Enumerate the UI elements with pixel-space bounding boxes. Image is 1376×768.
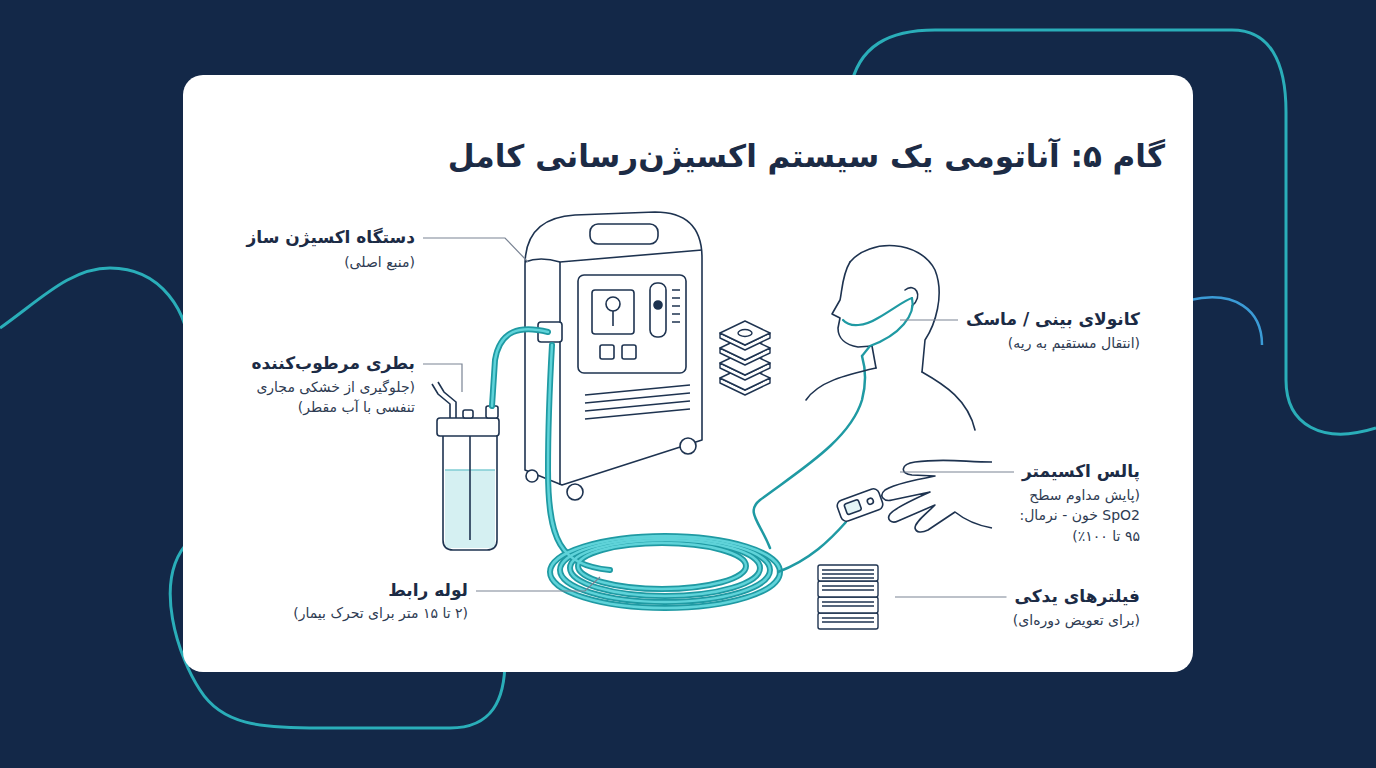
tubing-part — [492, 329, 780, 608]
callout: دستگاه اکسیژن ساز — [247, 226, 415, 249]
hand-outline — [882, 460, 992, 532]
concentrator-part — [578, 275, 686, 373]
concentrator-part — [650, 283, 666, 337]
callout-note: (منبع اصلی) — [344, 252, 415, 272]
leader-line — [900, 471, 1014, 472]
concentrator-part — [654, 301, 662, 309]
concentrator-part — [622, 345, 636, 359]
tubing-part-part — [578, 543, 746, 589]
filter-stack-part — [818, 613, 878, 629]
nasal-cannula — [843, 298, 913, 356]
filter-stack-part — [818, 581, 878, 597]
concentrator-part — [612, 311, 614, 326]
humidifier-bottle-part — [463, 410, 473, 418]
tubing-part-part — [560, 538, 770, 602]
filter-stack-part — [738, 330, 752, 337]
humidifier-bottle-part — [432, 382, 456, 418]
decor-curve — [0, 30, 1376, 728]
filter-stack-part — [822, 570, 874, 622]
filter-stack — [818, 565, 878, 629]
humidifier-bottle-part — [443, 436, 497, 550]
concentrator-part — [559, 262, 561, 485]
tubing-part-part — [492, 329, 548, 406]
callout: لوله رابط — [388, 579, 468, 602]
callout-heading: پالس اکسیمتر — [1022, 460, 1140, 483]
humidifier-bottle-part — [437, 418, 499, 436]
patient-outline — [806, 246, 975, 430]
concentrator-part — [567, 484, 583, 500]
humidifier-bottle — [432, 382, 499, 550]
nasal-cannula-part — [862, 298, 913, 356]
pulse-oximeter-part — [866, 497, 874, 505]
leader-line — [900, 319, 958, 320]
leader-line — [423, 238, 528, 262]
concentrator-part — [590, 224, 658, 244]
callout: (منبع اصلی) — [344, 252, 415, 272]
pulse-oximeter-part — [844, 499, 862, 514]
callout: پالس اکسیمتر — [1022, 460, 1140, 483]
callout-heading: دستگاه اکسیژن ساز — [247, 226, 415, 249]
callout-note: (جلوگیری از خشکی مجاری تنفسی با آب مقطر) — [235, 377, 415, 418]
callout: (برای تعویض دوره‌ای) — [1013, 610, 1140, 630]
pulse-oximeter-part — [836, 487, 885, 523]
filter-stack-part — [720, 321, 770, 345]
callout-heading: بطری مرطوب‌کننده — [252, 352, 416, 375]
callout: کانولای بینی / ماسک — [966, 308, 1140, 331]
leader-line — [895, 596, 1007, 597]
callout: (انتقال مستقیم به ریه) — [1008, 333, 1140, 353]
concentrator-part — [525, 250, 702, 262]
callout: (پایش مداوم سطح SpO2 خون - نرمال: ۹۵ تا … — [1000, 485, 1140, 546]
concentrator-part — [672, 290, 680, 322]
tubing-part-part — [492, 329, 548, 406]
tubing-part — [492, 329, 780, 608]
hand-outline-part — [882, 460, 992, 532]
concentrator-part — [585, 385, 690, 419]
callout: گام ۵: آناتومی یک سیستم اکسیژن‌رسانی کام… — [448, 138, 1165, 174]
tubing-part-part — [548, 345, 610, 570]
callout-heading: کانولای بینی / ماسک — [966, 308, 1140, 331]
leader-line — [476, 577, 600, 591]
concentrator-part — [680, 438, 696, 454]
callout-note: (انتقال مستقیم به ریه) — [1008, 333, 1140, 353]
concentrator-part — [600, 345, 614, 359]
leader-lines-part — [423, 238, 1014, 597]
decor-curve — [1190, 297, 1262, 345]
patient-outline-part — [905, 288, 918, 306]
filter-stack-part — [818, 597, 878, 613]
filter-stack — [720, 321, 770, 395]
humidifier-bottle-part — [469, 436, 471, 540]
patient-outline-part — [832, 262, 876, 368]
tubing-part-part — [560, 538, 770, 602]
patient-outline-part — [922, 372, 975, 430]
callout: بطری مرطوب‌کننده — [252, 352, 416, 375]
tubing-part-part — [550, 536, 780, 608]
leader-line — [423, 364, 462, 392]
concentrator-part — [592, 290, 634, 334]
concentrator-part — [606, 297, 620, 311]
tubing-part-part — [578, 543, 746, 589]
patient-outline-part — [806, 368, 876, 400]
tubing — [492, 329, 865, 608]
tubing-part-part — [548, 345, 610, 570]
callout: فیلترهای یدکی — [1015, 585, 1140, 608]
callout-note: (پایش مداوم سطح SpO2 خون - نرمال: ۹۵ تا … — [1000, 485, 1140, 546]
callout-heading: فیلترهای یدکی — [1015, 585, 1140, 608]
callout-heading: لوله رابط — [388, 579, 468, 602]
nasal-cannula-part — [843, 298, 912, 325]
concentrator-part — [526, 470, 538, 482]
pulse-oximeter — [836, 487, 885, 523]
callout: (۲ تا ۱۵ متر برای تحرک بیمار) — [293, 603, 468, 623]
callout-note: (۲ تا ۱۵ متر برای تحرک بیمار) — [293, 603, 468, 623]
diagram-title: گام ۵: آناتومی یک سیستم اکسیژن‌رسانی کام… — [448, 138, 1165, 174]
decor-curve-part — [0, 268, 190, 360]
callout: (جلوگیری از خشکی مجاری تنفسی با آب مقطر) — [235, 377, 415, 418]
tubing-part-part — [550, 536, 780, 608]
callout-note: (برای تعویض دوره‌ای) — [1013, 610, 1140, 630]
tubing-part-part — [570, 540, 760, 596]
